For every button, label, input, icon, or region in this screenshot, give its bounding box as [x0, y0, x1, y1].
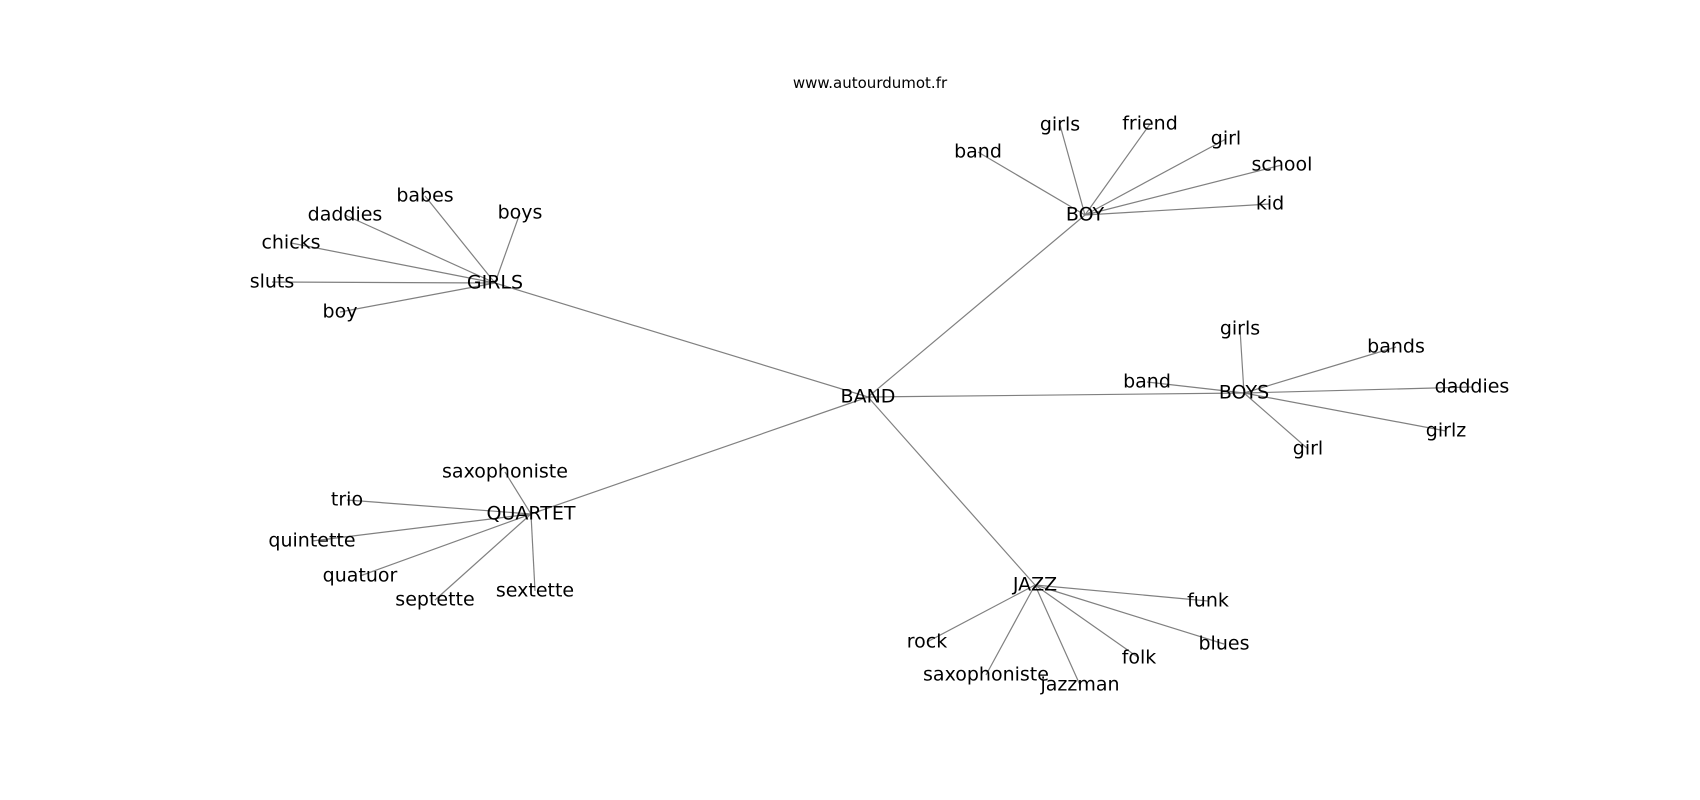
edge-girls-leaf: [424, 195, 496, 284]
node-jazz-leaf: folk: [1122, 647, 1157, 669]
edge-band-boys: [867, 392, 1245, 398]
edge-jazz-leaf: [1034, 584, 1140, 659]
node-boys-leaf: daddies: [1435, 376, 1510, 398]
node-boy-leaf: school: [1252, 154, 1313, 176]
node-quartet-leaf: saxophoniste: [442, 461, 568, 483]
edge-jazz-leaf: [1034, 584, 1225, 645]
node-jazz-leaf: funk: [1187, 590, 1229, 612]
node-jazz: JAZZ: [1012, 574, 1057, 596]
edge-girls-leaf: [344, 214, 496, 284]
node-boys-leaf: bands: [1367, 336, 1425, 358]
node-girls-leaf: daddies: [308, 204, 383, 226]
node-girls-leaf: boys: [498, 202, 543, 224]
edge-boy-leaf: [1059, 124, 1086, 216]
edge-boys-leaf: [1243, 392, 1447, 432]
node-girls: GIRLS: [467, 272, 523, 294]
edge-quartet-leaf: [434, 513, 532, 601]
edge-band-quartet: [530, 396, 869, 515]
source-label: www.autourdumot.fr: [793, 74, 948, 92]
node-boy-leaf: friend: [1122, 113, 1178, 135]
node-boy-leaf: girl: [1211, 128, 1241, 150]
edge-band-girls: [494, 282, 869, 398]
edge-boy-leaf: [1084, 123, 1151, 216]
edge-boys-leaf: [1243, 392, 1309, 450]
node-jazz-leaf: blues: [1199, 633, 1250, 655]
node-jazz-leaf: rock: [907, 631, 947, 653]
node-boys: BOYS: [1219, 382, 1269, 404]
node-jazz-leaf: jazzman: [1039, 674, 1119, 696]
node-boys-leaf: girls: [1220, 318, 1260, 340]
node-quartet-leaf: sextette: [496, 580, 574, 602]
edge-band-jazz: [867, 396, 1036, 586]
edge-jazz-leaf: [1034, 584, 1081, 686]
node-center: BAND: [841, 386, 896, 408]
node-girls-leaf: chicks: [261, 232, 320, 254]
node-girls-leaf: sluts: [250, 271, 295, 293]
edge-jazz-leaf: [926, 584, 1036, 643]
edge-jazz-leaf: [1034, 584, 1209, 602]
node-boys-leaf: girl: [1293, 438, 1323, 460]
edge-girls-leaf: [494, 212, 521, 284]
edge-quartet-leaf: [311, 513, 532, 542]
edge-quartet-leaf: [359, 513, 532, 577]
node-boy-leaf: girls: [1040, 114, 1080, 136]
node-quartet: QUARTET: [487, 503, 576, 525]
node-boys-leaf: band: [1123, 371, 1171, 393]
node-girls-leaf: babes: [396, 185, 453, 207]
edge-boys-leaf: [1239, 328, 1245, 394]
node-boy-leaf: kid: [1256, 193, 1284, 215]
node-boys-leaf: girlz: [1426, 420, 1466, 442]
edge-quartet-leaf: [530, 513, 536, 592]
edge-boy-leaf: [1084, 164, 1283, 216]
edge-girls-leaf: [290, 242, 496, 284]
node-boy-leaf: band: [954, 141, 1002, 163]
graph-edges: [271, 123, 1473, 686]
edge-band-boy: [867, 214, 1086, 398]
edge-quartet-leaf: [504, 471, 532, 515]
edge-jazz-leaf: [985, 584, 1036, 676]
edge-boy-leaf: [1084, 138, 1227, 216]
edge-boys-leaf: [1243, 346, 1397, 394]
edge-boys-leaf: [1243, 386, 1473, 394]
edge-girls-leaf: [271, 281, 496, 284]
node-quartet-leaf: quintette: [268, 530, 355, 552]
edge-boy-leaf: [977, 151, 1086, 216]
node-boy: BOY: [1066, 204, 1105, 226]
node-quartet-leaf: septette: [395, 589, 474, 611]
node-jazz-leaf: saxophoniste: [923, 664, 1049, 686]
edge-boys-leaf: [1146, 381, 1245, 394]
node-quartet-leaf: quatuor: [323, 565, 398, 587]
edge-girls-leaf: [339, 282, 496, 313]
edge-quartet-leaf: [346, 499, 532, 515]
node-girls-leaf: boy: [323, 301, 358, 323]
node-quartet-leaf: trio: [331, 489, 363, 511]
edge-boy-leaf: [1084, 203, 1271, 216]
